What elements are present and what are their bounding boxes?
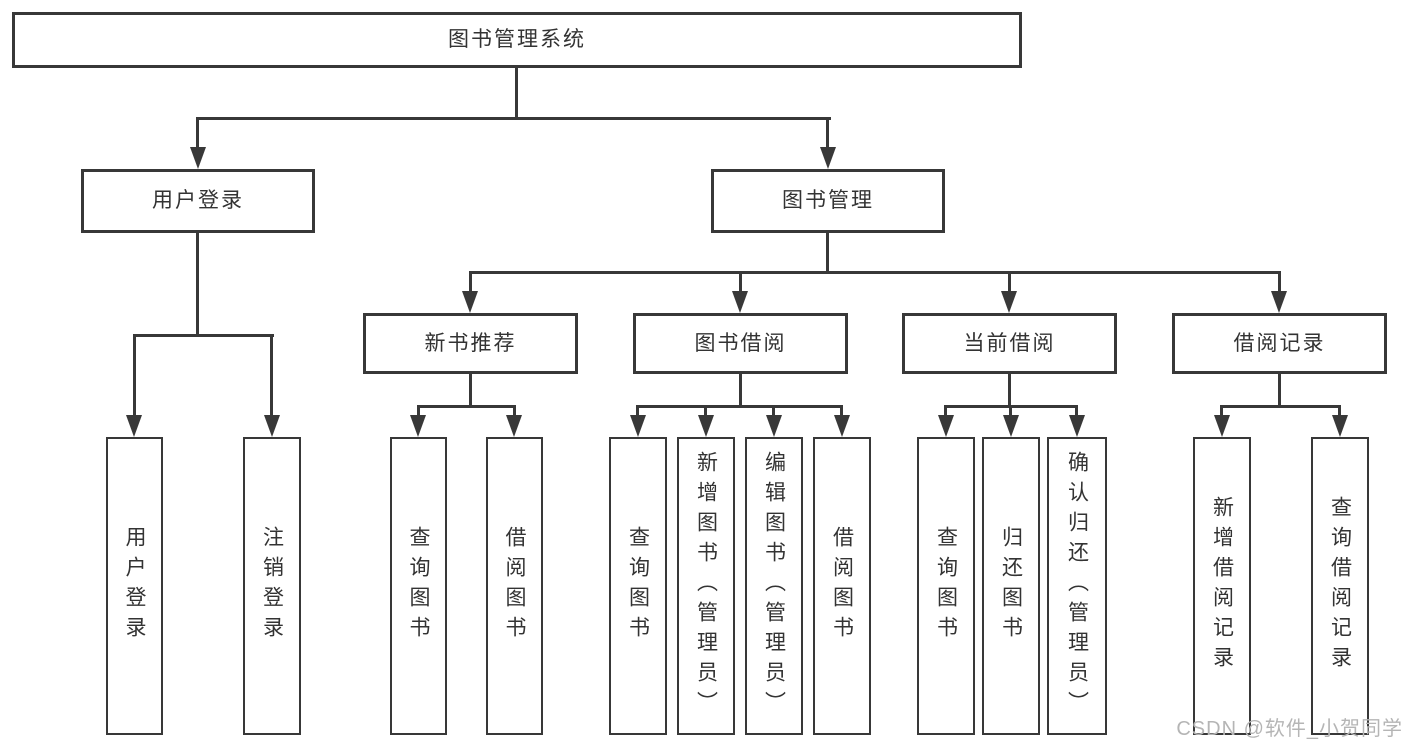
arrow-down-icon: [1332, 415, 1348, 437]
connector-level3-rail: [469, 271, 1281, 274]
node-leaf-query-book: 查询图书: [917, 437, 975, 735]
connector-stub: [1220, 405, 1223, 419]
node-leaf-query-book: 查询图书: [390, 437, 447, 735]
connector-stub: [469, 271, 472, 295]
node-leaf-add-borrow-record: 新增借阅记录: [1193, 437, 1251, 735]
arrow-down-icon: [1003, 415, 1019, 437]
connector-stub: [1008, 271, 1011, 295]
arrow-down-icon: [462, 291, 478, 313]
connector-login-stem: [196, 233, 199, 335]
arrow-down-icon: [834, 415, 850, 437]
arrow-down-icon: [698, 415, 714, 437]
arrow-down-icon: [264, 415, 280, 437]
node-leaf-query-book: 查询图书: [609, 437, 667, 735]
connector-group-stem: [1278, 374, 1281, 408]
node-leaf-add-book-admin: 新增图书（管理员）: [677, 437, 735, 735]
node-leaf-user-login: 用户登录: [106, 437, 163, 735]
arrow-down-icon: [1271, 291, 1287, 313]
connector-level2-rail: [196, 117, 831, 120]
arrow-down-icon: [506, 415, 522, 437]
connector-stub: [840, 405, 843, 419]
node-new-book-recommend: 新书推荐: [363, 313, 578, 374]
arrow-down-icon: [126, 415, 142, 437]
arrow-down-icon: [732, 291, 748, 313]
connector-stub: [772, 405, 775, 419]
node-leaf-return-book: 归还图书: [982, 437, 1040, 735]
node-user-login-module: 用户登录: [81, 169, 315, 233]
connector-group-stem: [469, 374, 472, 408]
arrow-down-icon: [410, 415, 426, 437]
node-leaf-borrow-book: 借阅图书: [813, 437, 871, 735]
node-book-borrow: 图书借阅: [633, 313, 848, 374]
arrow-down-icon: [938, 415, 954, 437]
connector-stub: [1278, 271, 1281, 295]
arrow-down-icon: [1001, 291, 1017, 313]
csdn-watermark: CSDN @软件_小贺同学: [1176, 718, 1403, 740]
connector-stub: [270, 334, 273, 417]
connector-stub: [133, 334, 136, 417]
node-leaf-borrow-book: 借阅图书: [486, 437, 543, 735]
connector-login-rail: [133, 334, 274, 337]
connector-group-stem: [1008, 374, 1011, 408]
connector-root-stem: [515, 68, 518, 117]
node-root-title: 图书管理系统: [12, 12, 1022, 68]
connector-group-rail: [636, 405, 843, 408]
connector-stub: [826, 117, 829, 148]
connector-stub: [944, 405, 947, 419]
node-leaf-logout: 注销登录: [243, 437, 301, 735]
arrow-down-icon: [630, 415, 646, 437]
node-leaf-confirm-return-admin: 确认归还（管理员）: [1047, 437, 1107, 735]
connector-stub: [513, 405, 516, 419]
connector-group-rail: [417, 405, 516, 408]
connector-stub: [1075, 405, 1078, 419]
node-current-borrow: 当前借阅: [902, 313, 1117, 374]
connector-stub: [739, 271, 742, 295]
connector-stub: [636, 405, 639, 419]
arrow-down-icon: [1214, 415, 1230, 437]
connector-stub: [196, 117, 199, 148]
connector-stub: [1338, 405, 1341, 419]
arrow-down-icon: [766, 415, 782, 437]
arrow-down-icon: [820, 147, 836, 169]
connector-mgmt-stem: [826, 233, 829, 274]
node-book-management-module: 图书管理: [711, 169, 945, 233]
node-leaf-query-borrow-record: 查询借阅记录: [1311, 437, 1369, 735]
arrow-down-icon: [190, 147, 206, 169]
connector-group-stem: [739, 374, 742, 408]
node-leaf-edit-book-admin: 编辑图书（管理员）: [745, 437, 803, 735]
connector-stub: [1009, 405, 1012, 419]
arrow-down-icon: [1069, 415, 1085, 437]
connector-stub: [704, 405, 707, 419]
node-borrow-record: 借阅记录: [1172, 313, 1387, 374]
connector-stub: [417, 405, 420, 419]
connector-group-rail: [1220, 405, 1341, 408]
